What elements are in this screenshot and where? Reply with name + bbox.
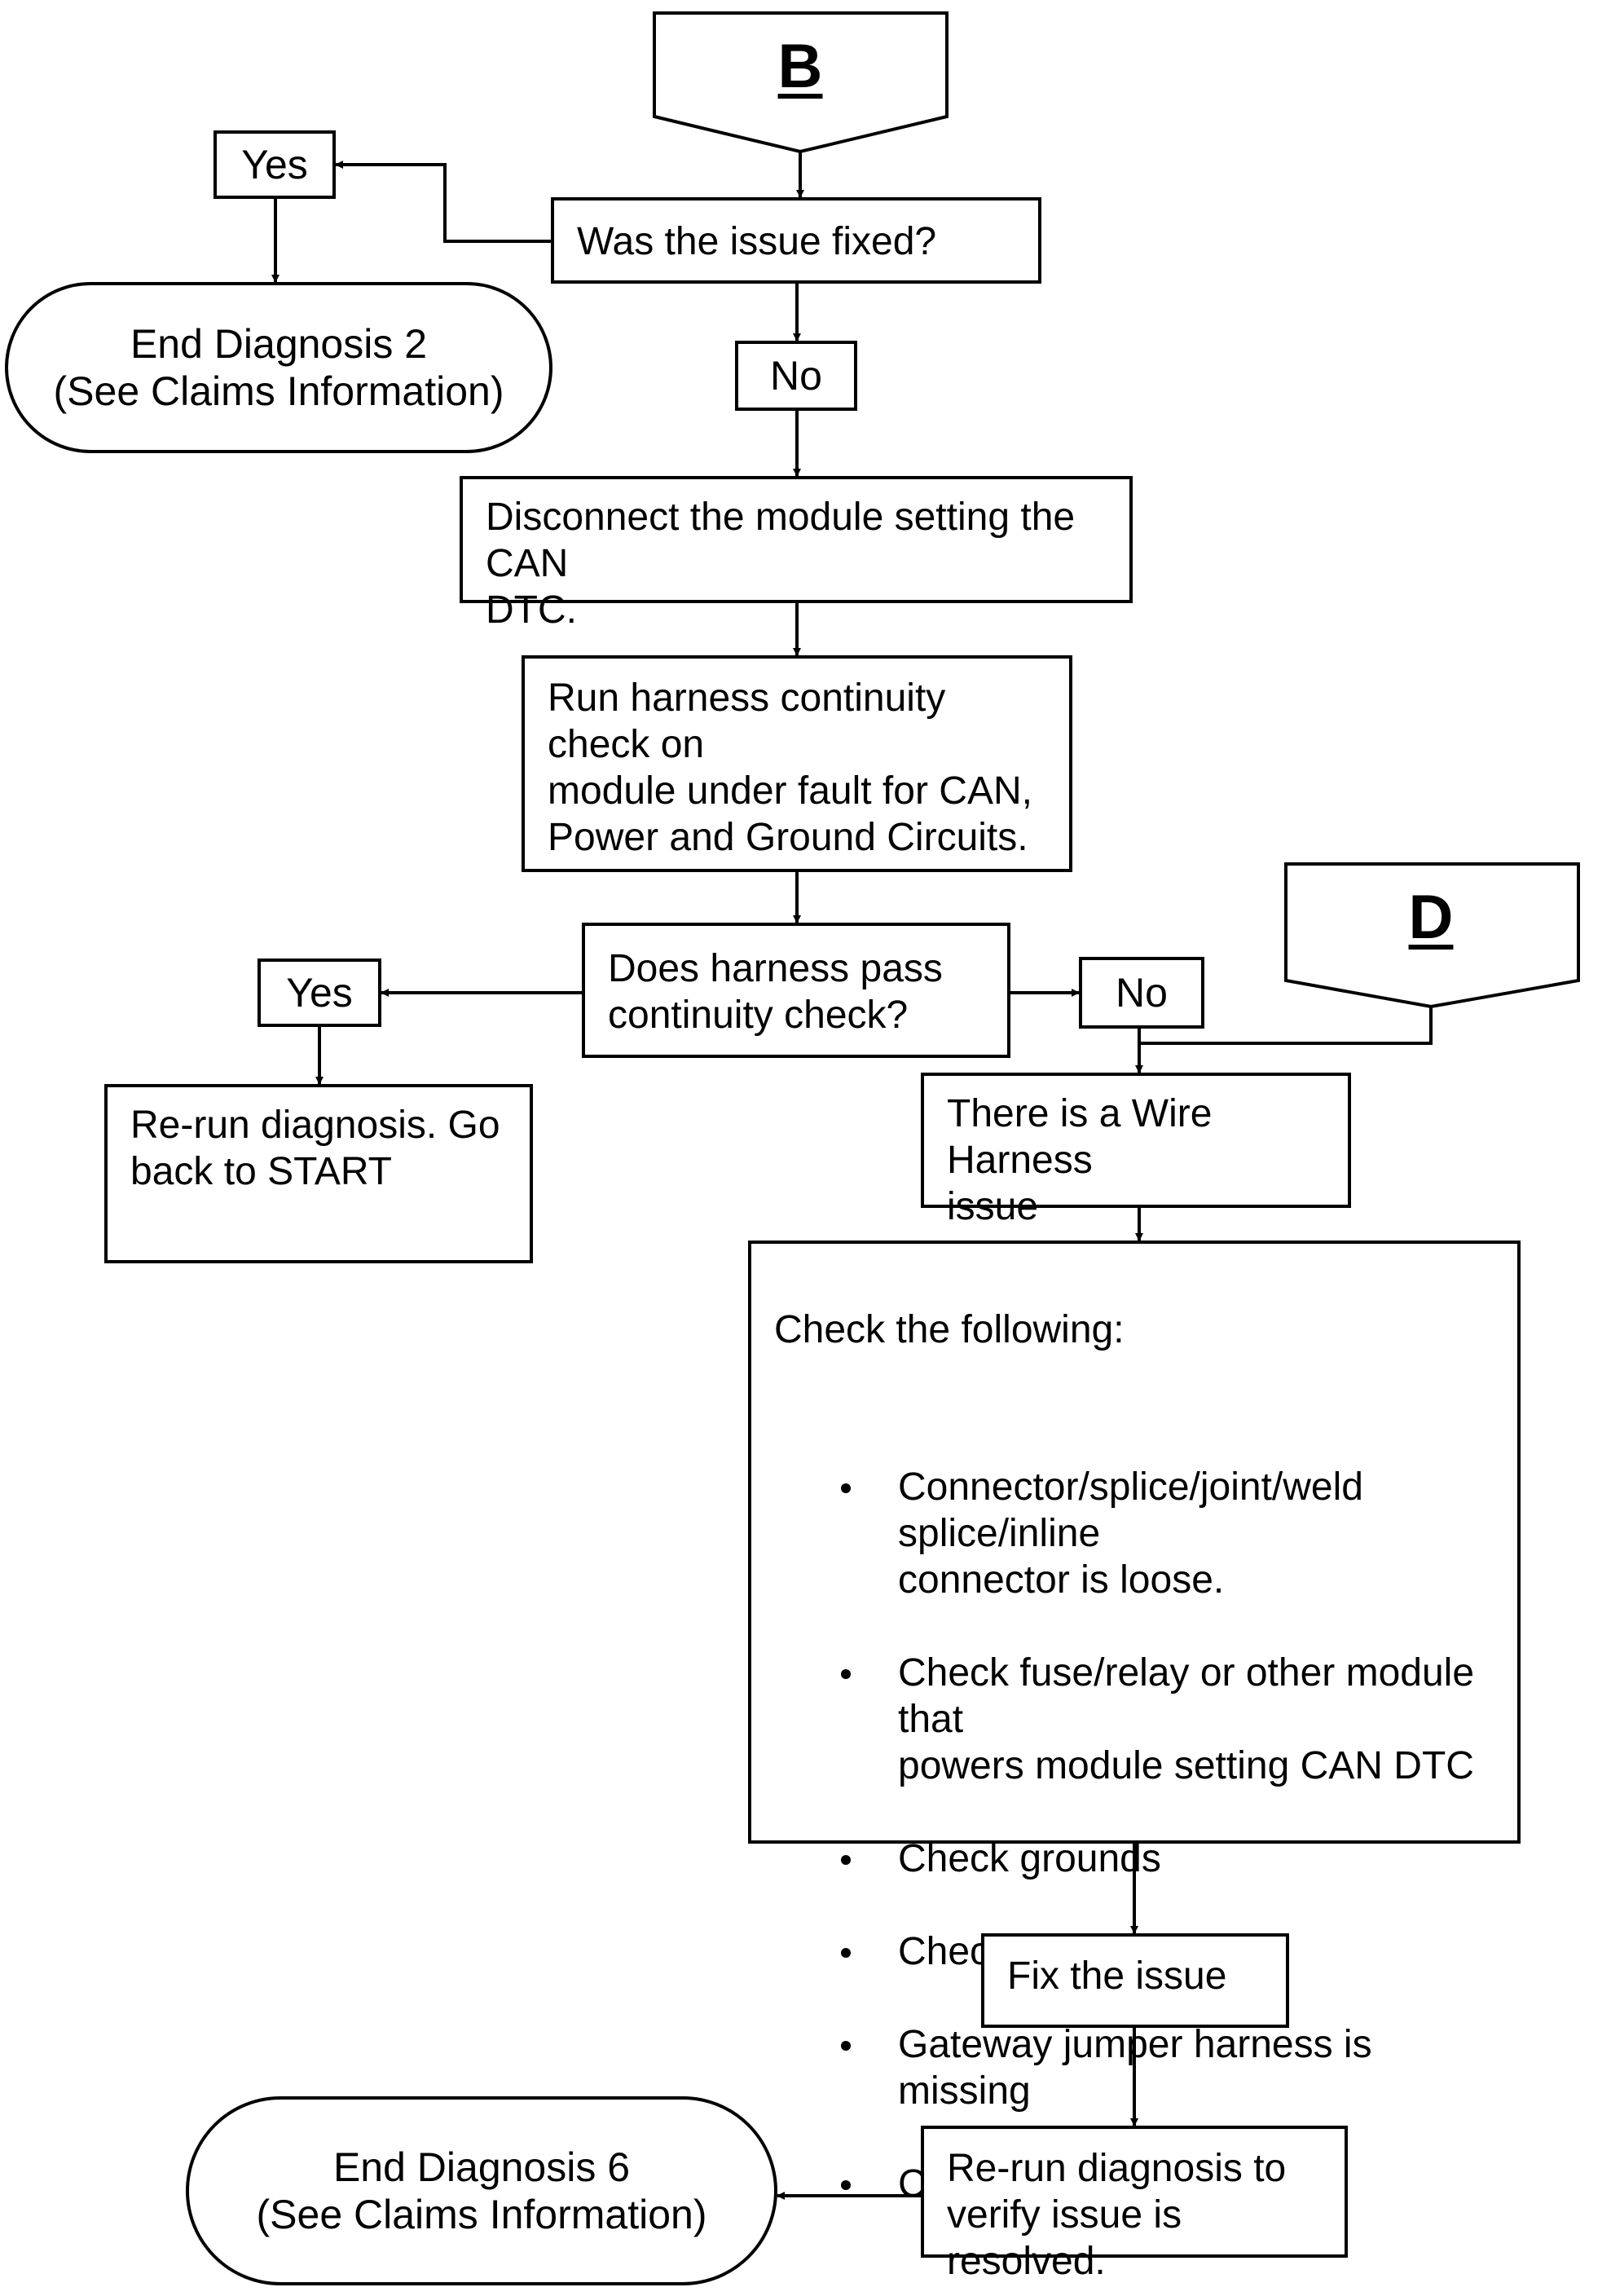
answer-yes-harness: Yes [257,959,381,1027]
check-list: Connector/splice/joint/weld splice/inlin… [774,1417,1494,2254]
check-list-item: Check fuse/relay or other module that po… [841,1650,1494,1789]
connector-d-shape [1284,862,1580,1009]
step-rerun-go-back-start: Re-run diagnosis. Go back to START [104,1084,533,1263]
check-list-heading: Check the following: [774,1308,1125,1351]
terminal-end-diagnosis-6-sub: (See Claims Information) [256,2192,707,2237]
check-list-box: Check the following: Connector/splice/jo… [748,1241,1521,2206]
flow-d-to-wire [1135,1007,1433,1073]
terminal-end-diagnosis-6-title: End Diagnosis 6 [332,2144,631,2190]
step-run-continuity-check: Run harness continuity check on module u… [522,655,1072,872]
terminal-end-diagnosis-2: End Diagnosis 2 (See Claims Information) [5,282,552,453]
terminal-end-diagnosis-2-title: End Diagnosis 2 [130,321,428,367]
connector-b-shape [653,11,949,154]
step-rerun-verify: Re-run diagnosis to verify issue is reso… [921,2126,1348,2283]
terminal-end-diagnosis-6: End Diagnosis 6 (See Claims Information) [186,2096,777,2285]
check-list-item: Connector/splice/joint/weld splice/inlin… [841,1464,1494,1603]
terminal-end-diagnosis-2-sub: (See Claims Information) [53,368,504,414]
step-disconnect-module: Disconnect the module setting the CAN DT… [460,476,1133,632]
connector-b-label: B [777,32,823,101]
step-fix-issue: Fix the issue [981,1933,1289,2028]
connector-d-label: D [1408,883,1454,952]
step-wire-harness-issue: There is a Wire Harness issue [921,1073,1351,1228]
decision-harness-pass: Does harness pass continuity check? [582,923,1010,1058]
check-list-item: Gateway jumper harness is missing [841,2021,1494,2114]
check-list-item: Check grounds [841,1835,1494,1882]
answer-no-fixed: No [735,341,857,411]
decision-issue-fixed: Was the issue fixed? [551,197,1041,284]
answer-no-harness: No [1079,957,1204,1029]
flow-fixed-to-yes [335,161,551,243]
answer-yes-fixed: Yes [213,130,336,199]
